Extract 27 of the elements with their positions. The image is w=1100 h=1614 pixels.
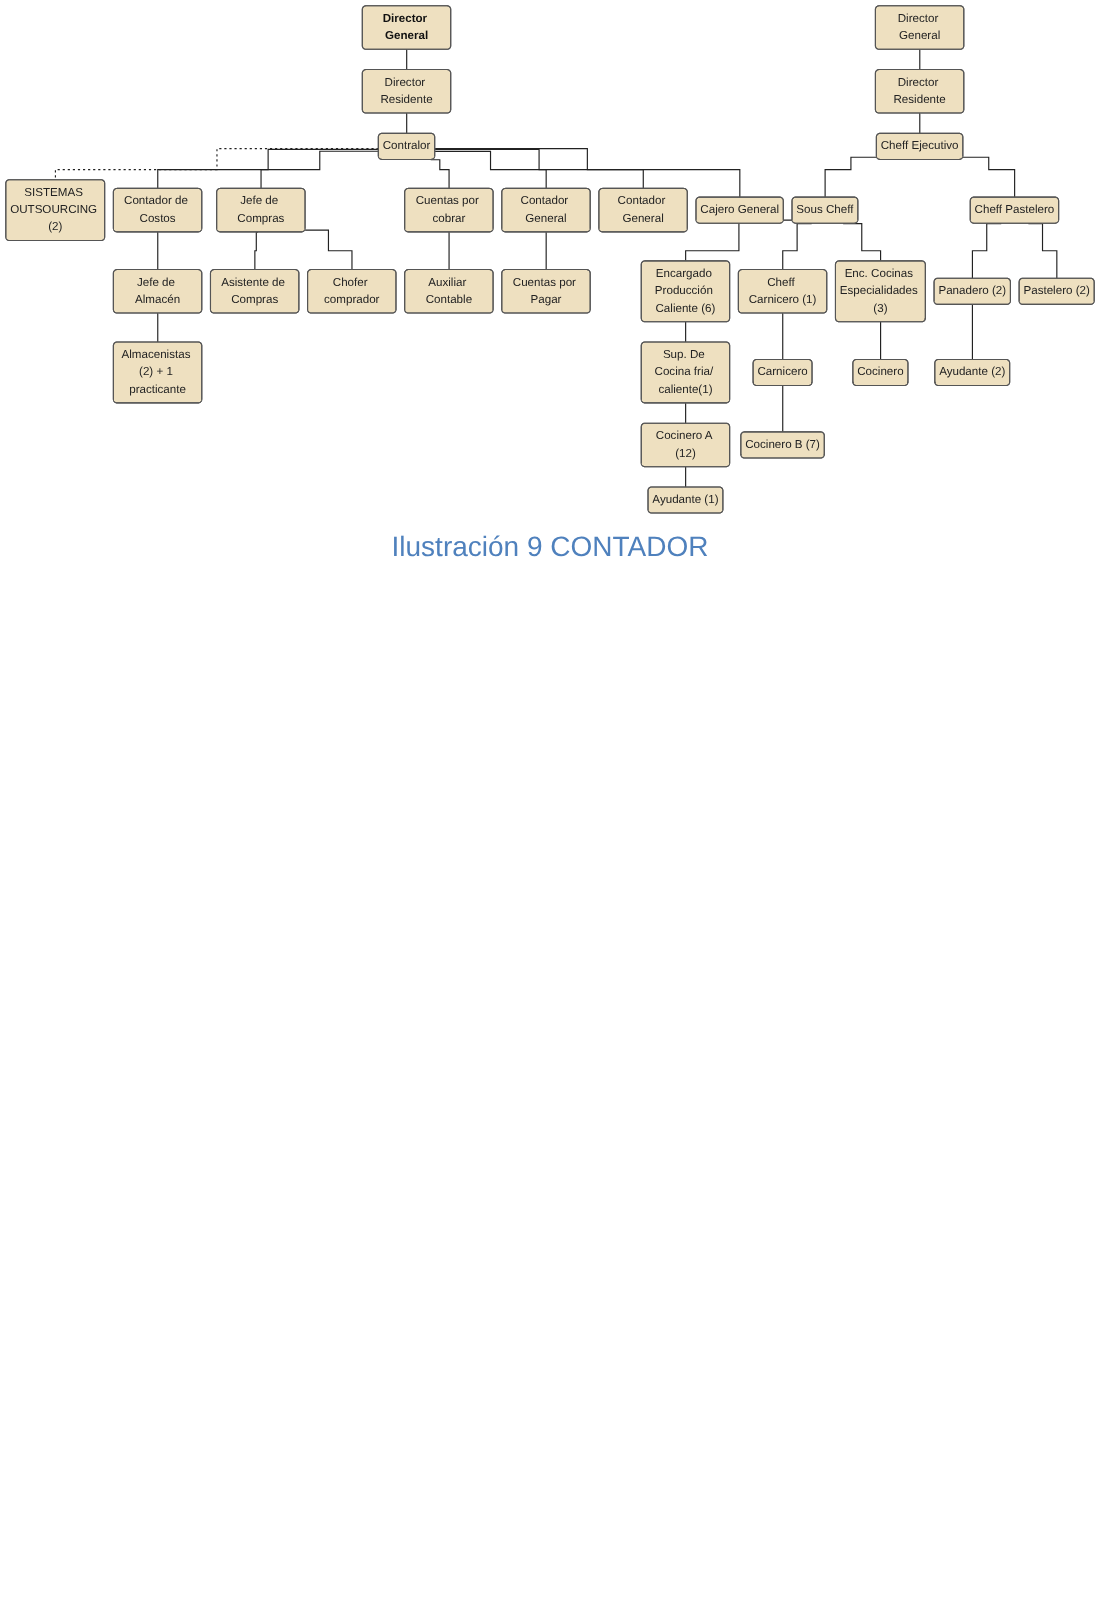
connector [157, 231, 159, 271]
connector [971, 304, 974, 361]
connector [782, 312, 784, 361]
connector [54, 148, 380, 181]
connector [685, 402, 687, 425]
connector [430, 159, 450, 190]
connector [880, 321, 882, 361]
connector [254, 231, 259, 271]
connector [304, 229, 353, 271]
connector [260, 150, 380, 190]
connector [157, 312, 159, 343]
connector [685, 321, 687, 343]
connector [782, 385, 784, 433]
connector [824, 156, 878, 199]
connector [545, 231, 547, 271]
connector [919, 112, 921, 135]
connector [406, 49, 408, 71]
connector [919, 49, 921, 71]
connector [434, 148, 645, 190]
figure-caption: Ilustración 9 CONTADOR [389, 530, 711, 563]
connector [406, 112, 408, 135]
connector [434, 150, 547, 190]
connector [448, 231, 450, 271]
connector [434, 148, 741, 199]
connector [157, 148, 380, 190]
connector [962, 156, 1016, 199]
connector [685, 466, 687, 488]
